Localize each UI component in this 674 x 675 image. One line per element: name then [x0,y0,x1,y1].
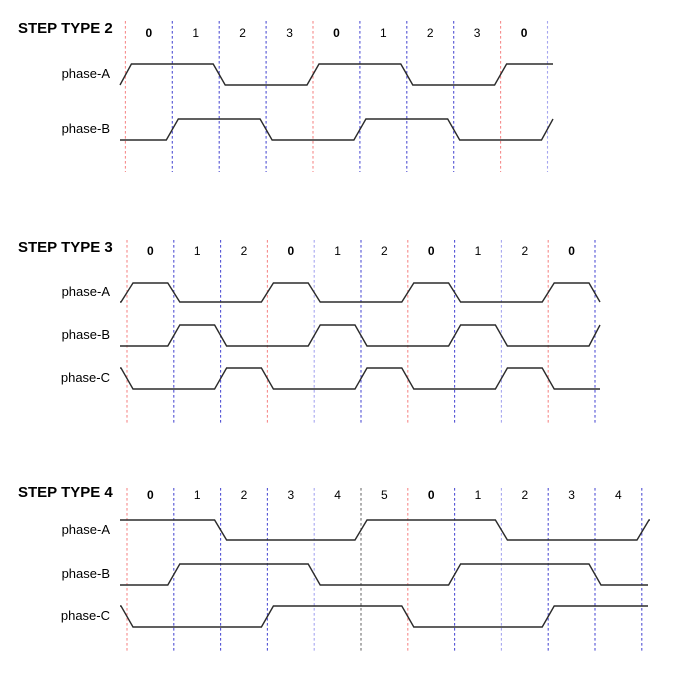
waveform-phase-a-section2 [120,282,601,303]
phase-a-label-type2: phase-A [61,66,110,81]
waveform-phase-c-section2 [120,367,600,390]
step-number-label: 1 [380,26,387,40]
step-number-label: 1 [475,488,482,502]
phase-c-label-type4: phase-C [60,608,110,623]
step-number-label: 2 [521,244,528,258]
section-title-step-type-3: STEP TYPE 3 [18,239,113,256]
step-number-label: 1 [194,244,201,258]
phase-b-label-type2: phase-B [61,121,110,136]
step-number-label: 5 [381,488,388,502]
step-number-label: 2 [239,26,246,40]
phase-b-label-type4: phase-B [61,566,110,581]
waveform-phase-a-section1 [119,63,553,86]
step-number-label: 2 [241,488,248,502]
waveform-phase-b-section2 [120,324,601,347]
phase-c-label-type3: phase-C [60,370,110,385]
step-number-label: 3 [287,488,294,502]
step-number-label: 0 [147,244,154,258]
step-number-label: 4 [615,488,622,502]
waveform-phase-b-section3 [120,563,648,586]
step-number-label: 2 [427,26,434,40]
step-number-label: 1 [192,26,199,40]
waveform-phase-c-section3 [120,605,648,628]
step-number-label: 3 [568,488,575,502]
step-number-label: 3 [286,26,293,40]
step-number-label: 0 [521,26,528,40]
phase-a-label-type4: phase-A [61,522,110,537]
waveform-phase-b-section1 [120,118,554,141]
step-number-label: 1 [334,244,341,258]
step-number-label: 2 [521,488,528,502]
section-title-step-type-4: STEP TYPE 4 [18,484,113,501]
step-number-label: 3 [474,26,481,40]
step-number-label: 1 [194,488,201,502]
step-number-label: 2 [241,244,248,258]
step-number-label: 0 [428,244,435,258]
step-number-label: 0 [147,488,154,502]
step-number-label: 0 [568,244,575,258]
phase-b-label-type3: phase-B [61,327,110,342]
waveform-phase-a-section3 [120,519,650,541]
section-title-step-type-2: STEP TYPE 2 [18,20,113,37]
step-number-label: 0 [287,244,294,258]
step-number-label: 0 [428,488,435,502]
step-number-label: 0 [146,26,153,40]
step-number-label: 2 [381,244,388,258]
phase-a-label-type3: phase-A [61,284,110,299]
step-number-label: 1 [475,244,482,258]
step-number-label: 0 [333,26,340,40]
step-number-label: 4 [334,488,341,502]
